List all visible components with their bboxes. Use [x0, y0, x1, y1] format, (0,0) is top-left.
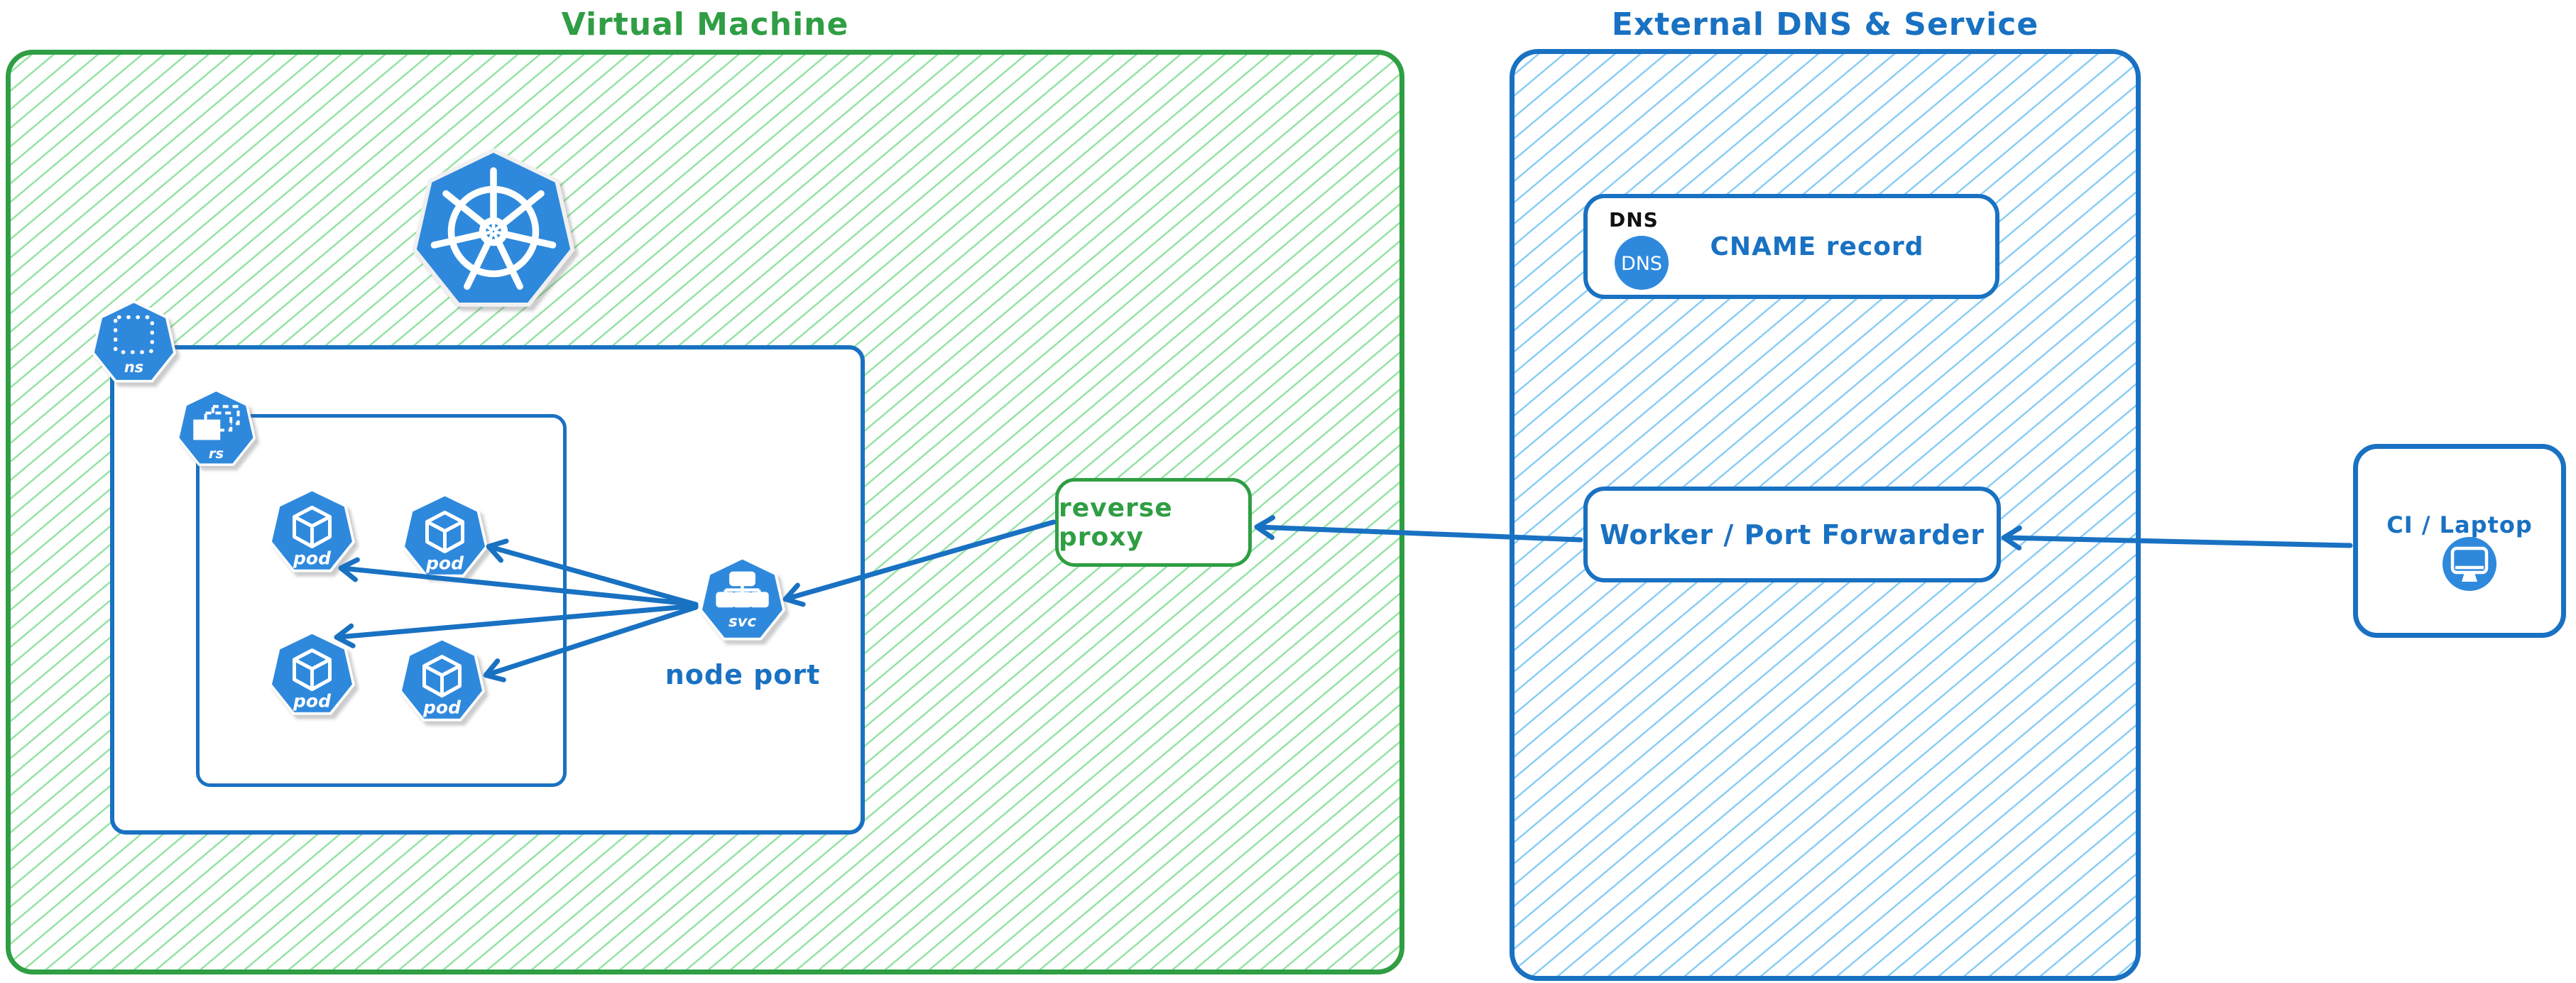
laptop-icon: [2443, 537, 2496, 591]
cname-record-label: CNAME record: [1710, 232, 1924, 261]
service-badge-label: svc: [728, 613, 757, 631]
ci-laptop-box: CI / Laptop: [2353, 444, 2566, 638]
ci-laptop-label: CI / Laptop: [2386, 511, 2533, 538]
pod-badge-label: pod: [422, 697, 462, 718]
pod-icon: pod: [268, 488, 356, 572]
reverse-proxy-label: reverse proxy: [1059, 493, 1173, 552]
pod-badge-label: pod: [293, 691, 332, 712]
pod-badge-label: pod: [425, 553, 464, 574]
worker-port-forwarder-label: Worker / Port Forwarder: [1599, 518, 1985, 550]
pod-icon: pod: [268, 631, 356, 715]
replicaset-icon: rs: [176, 389, 256, 466]
reverse-proxy-box: reverse proxy: [1055, 478, 1252, 567]
replicaset-badge-label: rs: [209, 445, 224, 462]
external-dns-title: External DNS & Service: [1611, 6, 2039, 43]
namespace-icon: ns: [91, 300, 177, 383]
dns-record-box: DNS DNS CNAME record: [1583, 194, 1999, 299]
service-icon: svc: [699, 556, 786, 641]
dns-header-label: DNS: [1609, 208, 1659, 232]
pod-icon: pod: [398, 637, 486, 722]
kubernetes-logo-icon: [412, 148, 575, 307]
dns-badge-label: DNS: [1621, 253, 1662, 275]
node-port-caption: node port: [665, 659, 821, 690]
dns-badge-icon: DNS: [1615, 236, 1669, 290]
namespace-badge-label: ns: [124, 359, 143, 376]
worker-port-forwarder-box: Worker / Port Forwarder: [1583, 487, 2001, 582]
pod-badge-label: pod: [293, 548, 332, 569]
pod-icon: pod: [401, 493, 489, 577]
virtual-machine-title: Virtual Machine: [561, 6, 849, 43]
